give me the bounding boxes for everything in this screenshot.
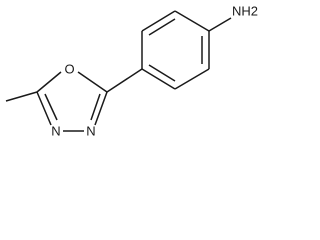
nitrogen-atom-label-1: N bbox=[51, 123, 60, 138]
amine-bond bbox=[208, 17, 232, 32]
ring-bond-c5-o bbox=[36, 71, 62, 93]
benzene-bond-3 bbox=[174, 10, 210, 32]
chemical-structure-diagram: O N N NH2 bbox=[0, 0, 268, 146]
benzene-bond-6-inner bbox=[148, 64, 176, 82]
ring-bond-o-c2 bbox=[77, 71, 108, 93]
amine-group-label: NH2 bbox=[232, 3, 258, 18]
benzene-bond-6 bbox=[141, 68, 176, 90]
ring-bond-c2-n3 bbox=[94, 91, 108, 126]
ring-bond-n4-c5-inner bbox=[44, 93, 58, 121]
ring-bond-n4-c5 bbox=[36, 91, 52, 126]
diagram-background bbox=[0, 0, 268, 146]
benzene-bond-5 bbox=[174, 68, 210, 90]
benzene-bond-2-inner bbox=[148, 18, 176, 36]
benzene-bond-2 bbox=[141, 10, 176, 32]
ring-bond-c2-n3-inner bbox=[90, 93, 101, 121]
oxygen-atom-label: O bbox=[64, 61, 74, 76]
linking-bond bbox=[106, 68, 143, 93]
methyl-bond bbox=[5, 91, 38, 102]
nitrogen-atom-label-2: N bbox=[86, 123, 95, 138]
